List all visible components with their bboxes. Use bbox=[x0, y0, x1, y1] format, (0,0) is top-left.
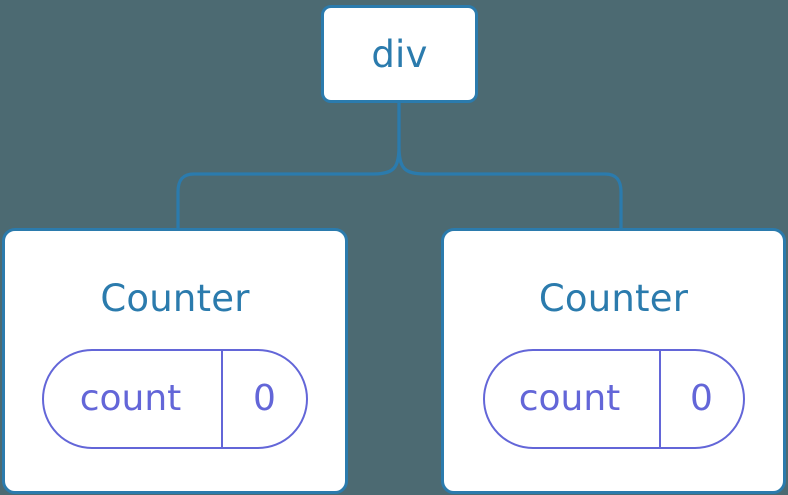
node-div[interactable]: div bbox=[321, 5, 478, 103]
node-counter-right[interactable]: Counter count 0 bbox=[441, 228, 786, 494]
node-counter-right-title: Counter bbox=[538, 277, 689, 320]
connector-edge-root-to-counter-left bbox=[176, 102, 401, 230]
state-key-label-right: count bbox=[485, 351, 661, 447]
state-value-label-right: 0 bbox=[690, 378, 713, 419]
state-value-label-left: 0 bbox=[253, 378, 276, 419]
state-badge-count-right[interactable]: count 0 bbox=[482, 349, 745, 449]
connector-edge-root-to-counter-right bbox=[397, 102, 623, 230]
node-counter-left-title: Counter bbox=[100, 277, 250, 320]
state-key-label-left: count bbox=[44, 351, 223, 447]
state-badge-count-left[interactable]: count 0 bbox=[42, 349, 308, 449]
node-div-label: div bbox=[371, 32, 428, 76]
node-counter-left[interactable]: Counter count 0 bbox=[2, 228, 348, 494]
